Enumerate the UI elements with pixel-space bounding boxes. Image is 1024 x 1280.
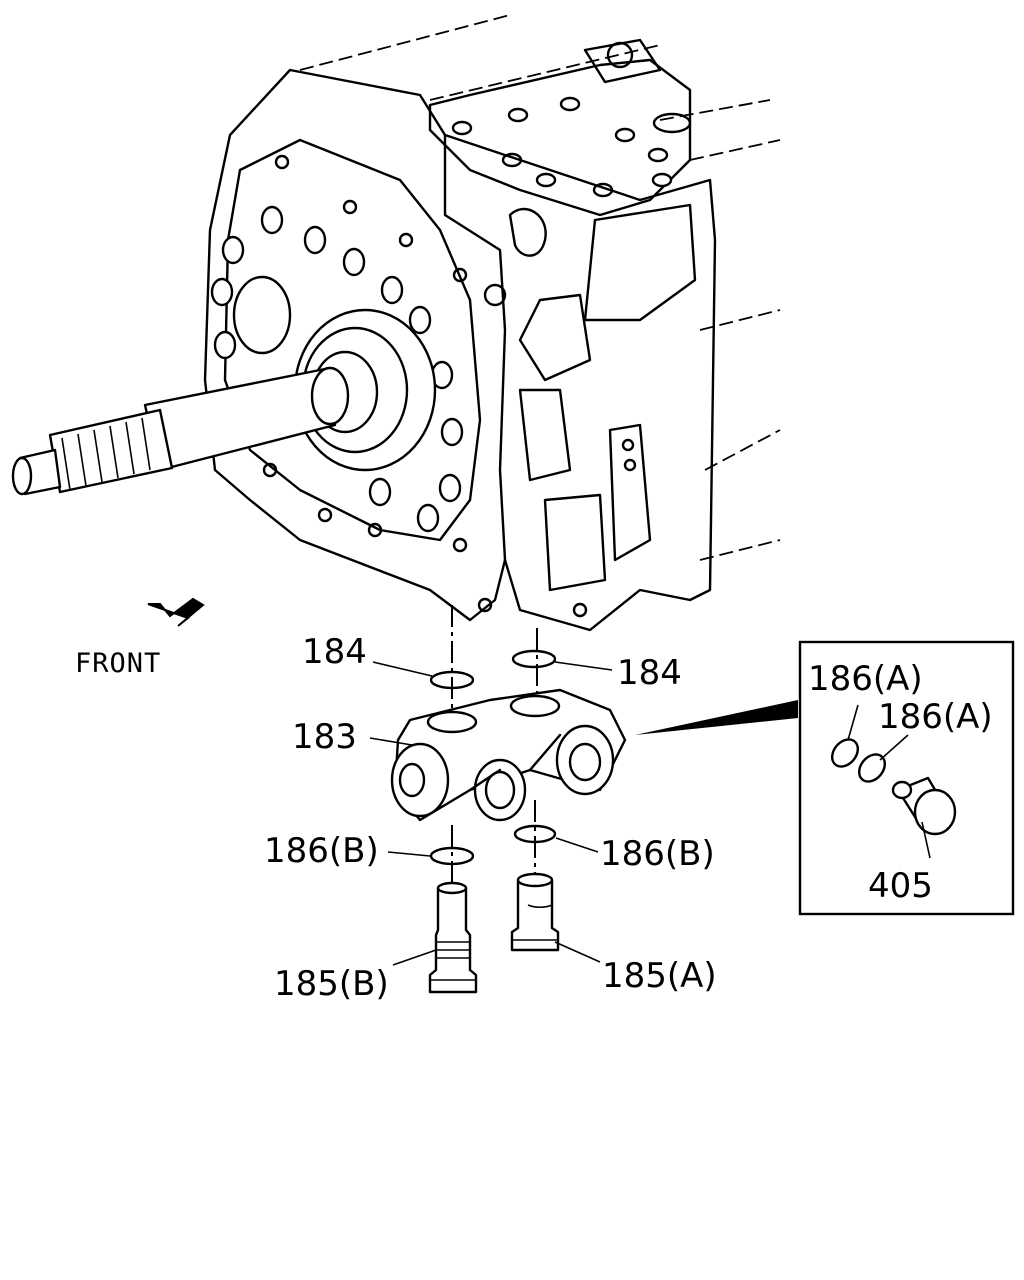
front-label: FRONT <box>75 648 161 679</box>
detail-box <box>798 640 1015 916</box>
callout-186a-2: 186(A) <box>878 697 993 737</box>
callout-184-right: 184 <box>617 653 682 693</box>
o-ring-184-right <box>511 649 557 669</box>
o-ring-184-left <box>429 670 475 690</box>
callout-186a-1: 186(A) <box>808 659 923 699</box>
front-indicator: FRONT <box>75 597 205 679</box>
transmission-housing <box>203 14 781 632</box>
bolt-405 <box>891 776 957 836</box>
bolt-185a <box>510 872 560 952</box>
leader-lines <box>369 661 613 966</box>
callout-405: 405 <box>868 866 933 906</box>
o-ring-186b-right <box>513 824 557 844</box>
o-ring-186a-1 <box>830 738 860 768</box>
callout-185b: 185(B) <box>274 964 389 1004</box>
callout-184-left: 184 <box>302 632 367 672</box>
callout-185a: 185(A) <box>602 956 717 996</box>
input-shaft <box>11 366 350 496</box>
casting-holes <box>262 154 588 618</box>
o-ring-186a-2 <box>857 753 887 783</box>
o-ring-186b-left <box>429 846 475 866</box>
callout-186b-right: 186(B) <box>600 834 715 874</box>
cover-bolts <box>451 96 673 198</box>
front-arrow-icon <box>147 597 205 627</box>
flange-bolts <box>210 205 464 533</box>
bolt-185b <box>428 881 478 994</box>
distribution-block-183 <box>390 688 627 822</box>
callout-186b-left: 186(B) <box>264 831 379 871</box>
callout-183: 183 <box>292 717 357 757</box>
detail-pointer <box>635 700 798 735</box>
